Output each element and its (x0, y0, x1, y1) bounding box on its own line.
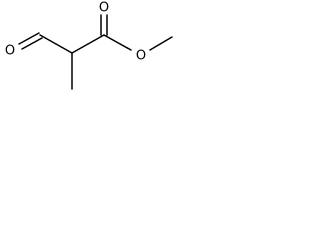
bond-alpha-ester-carbon (71, 34, 105, 54)
bond-aldehyde-co-double-b (21, 37, 43, 50)
bond-aldehyde-alpha (39, 34, 73, 54)
bond-aldehyde-co-double-a (18, 32, 40, 45)
chemical-structure-diagram: O O O (5, 1, 173, 90)
bond-ester-oxygen-methyl (149, 36, 173, 51)
atom-label-ester-oxygen: O (136, 49, 146, 64)
bond-ester-carbon-oxygen (103, 34, 132, 51)
atom-label-carbonyl-oxygen: O (99, 1, 109, 16)
atom-label-aldehyde-oxygen: O (5, 44, 15, 59)
